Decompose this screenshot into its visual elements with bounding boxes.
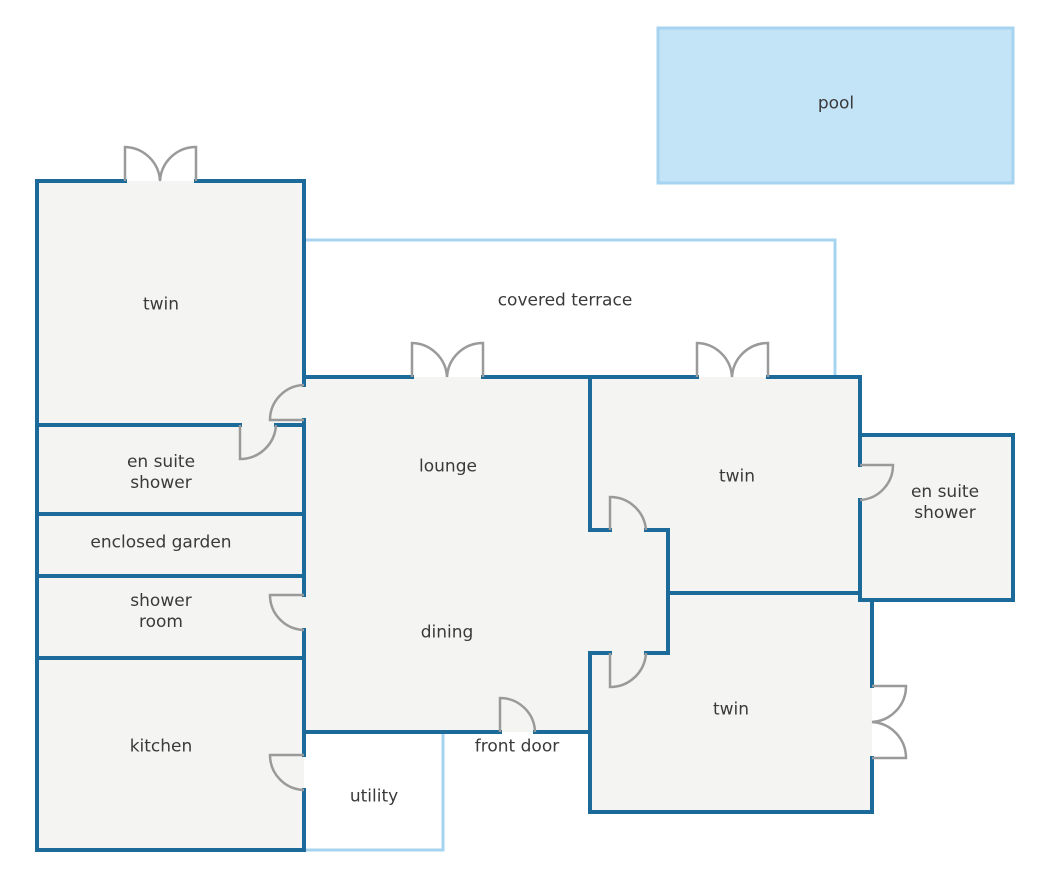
- label-twin-right: twin: [718, 466, 756, 487]
- label-covered-terrace: covered terrace: [497, 290, 633, 311]
- double-door-twin-left: [123, 145, 198, 182]
- label-en-suite-left: en suite shower: [126, 452, 196, 493]
- label-pool: pool: [817, 93, 855, 114]
- label-dining: dining: [420, 622, 474, 643]
- door-twin-right: [608, 495, 648, 531]
- utility-outline: [304, 732, 445, 852]
- pool: [656, 26, 1015, 185]
- walls: [35, 179, 1015, 852]
- label-front-door: front door: [474, 736, 560, 757]
- label-shower-room: shower room: [130, 591, 192, 632]
- label-kitchen: kitchen: [129, 736, 193, 757]
- door-kitchen: [268, 753, 305, 792]
- door-front: [498, 696, 537, 733]
- door-en-suite-left: [238, 424, 278, 461]
- door-twin-bottom: [608, 652, 648, 689]
- door-en-suite-right: [859, 463, 895, 502]
- double-door-twin-bottom: [871, 684, 908, 760]
- floor-fills: [37, 181, 1013, 850]
- label-twin-bottom: twin: [712, 699, 750, 720]
- double-door-twin-right: [695, 341, 770, 378]
- label-twin-left: twin: [142, 294, 180, 315]
- covered-terrace-outline: [304, 238, 837, 377]
- double-door-lounge: [410, 341, 485, 378]
- label-en-suite-right: en suite shower: [910, 482, 980, 523]
- door-shower-room: [268, 593, 305, 632]
- doors: [123, 145, 908, 792]
- label-lounge: lounge: [419, 456, 477, 477]
- door-twin-left: [268, 383, 305, 422]
- label-enclosed-garden: enclosed garden: [90, 532, 232, 553]
- label-utility: utility: [349, 786, 399, 807]
